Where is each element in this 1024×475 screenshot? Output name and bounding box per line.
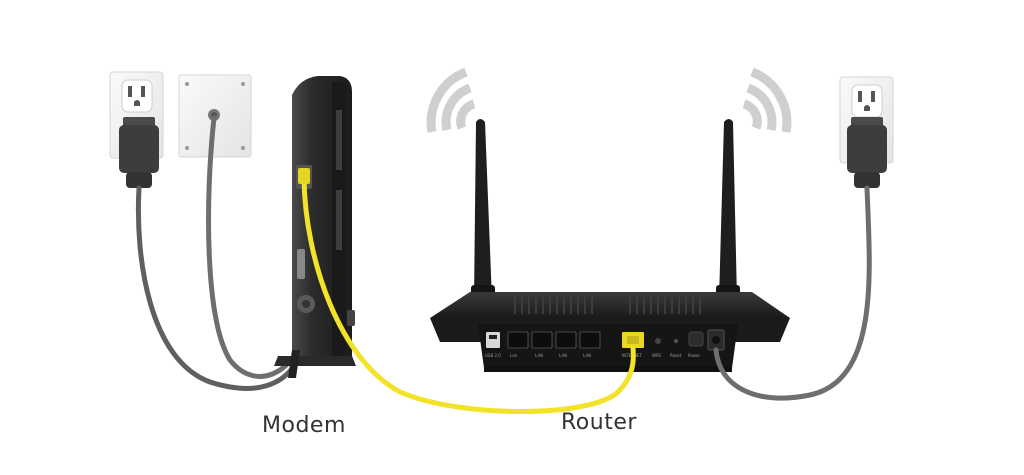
- reset-label: Reset: [670, 353, 682, 358]
- router-reset-button: [674, 339, 678, 343]
- router-power-jack: [707, 329, 725, 351]
- router-internet-port: [622, 332, 644, 348]
- router-label: Router: [561, 410, 637, 435]
- router-antenna-left: [471, 119, 495, 307]
- router-wps-button: [655, 338, 661, 344]
- router-antenna-right: [716, 119, 740, 307]
- router-usb-port: [486, 332, 500, 348]
- wifi-signal-left-icon: [426, 67, 476, 133]
- left-power-plug: [119, 117, 159, 188]
- power-cable-right: [713, 185, 872, 401]
- ethernet-cable: [298, 168, 636, 414]
- lan-port-label-3: LAN: [559, 353, 567, 358]
- router-lan-ports: [507, 331, 601, 349]
- router-power-button: [688, 331, 704, 347]
- modem-device: [274, 76, 356, 378]
- router-device: [430, 292, 790, 372]
- power-cable-left: [135, 115, 321, 391]
- lan-port-label-2: LAN: [535, 353, 543, 358]
- lan-port-label-1: Lan: [510, 353, 518, 358]
- power-label: Power: [688, 353, 700, 358]
- wifi-signal-right-icon: [742, 67, 792, 133]
- wps-label: WPS: [652, 353, 661, 358]
- lan-port-label-4: LAN: [583, 353, 591, 358]
- usb-port-label: USB 2.0: [485, 353, 501, 358]
- right-power-plug: [847, 117, 887, 188]
- modem-label: Modem: [262, 413, 346, 438]
